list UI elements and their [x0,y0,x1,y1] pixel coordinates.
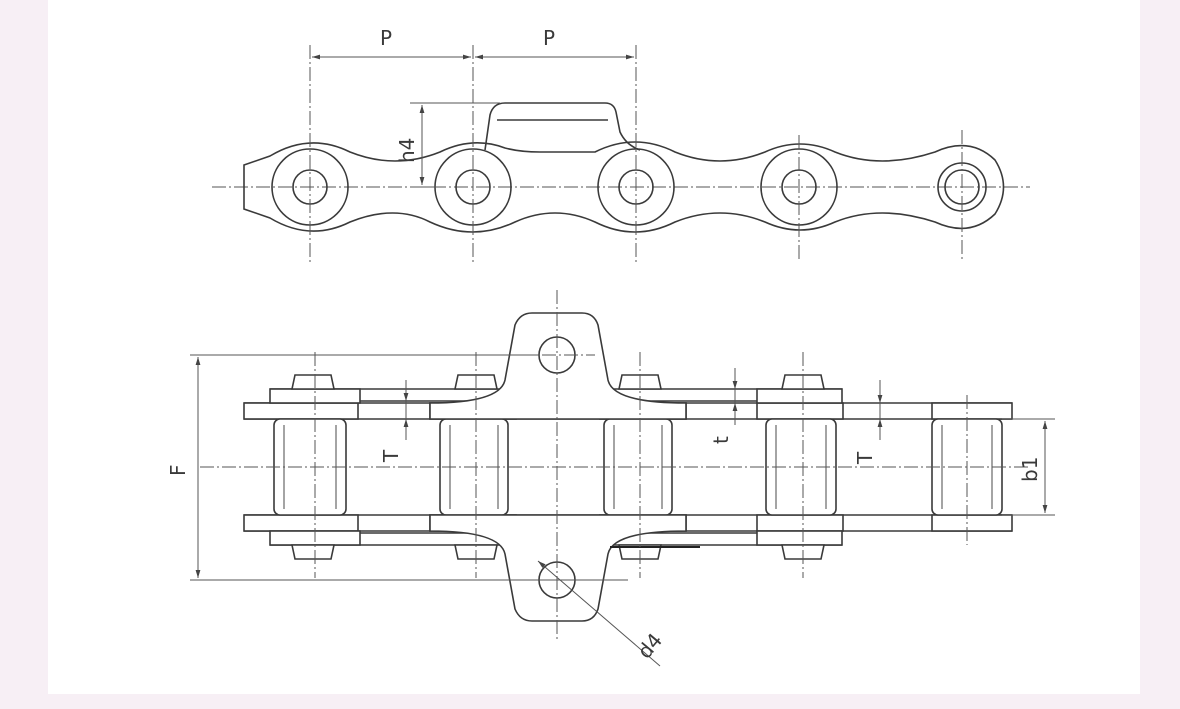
d4-label: d4 [632,628,667,663]
pitch-label-left: P [380,26,392,50]
t-label: t [709,436,733,444]
side-view: P P h4 [212,26,1030,262]
d4-leader [537,560,661,667]
plan-view: F T t T b1 d4 [166,290,1055,667]
top-attachment [484,102,641,151]
link-plate-outline [243,141,1005,233]
T-label-right: T [853,451,877,465]
attachment-tab-top [429,312,687,420]
T-label-left: T [379,449,403,463]
attachment-tab-bottom [429,514,687,622]
b1-label: b1 [1018,457,1042,482]
pitch-label-right: P [543,26,555,50]
h4-label: h4 [395,138,419,163]
F-label: F [166,464,190,476]
